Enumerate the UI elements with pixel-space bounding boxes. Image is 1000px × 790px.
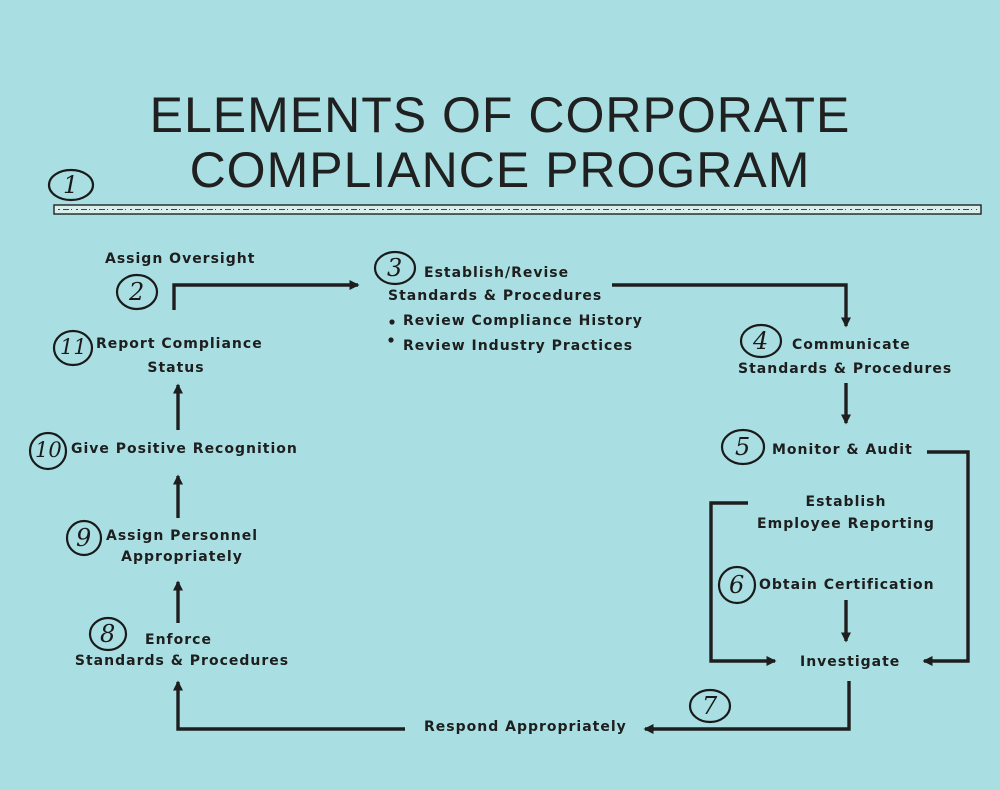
step-2-ring <box>115 273 159 311</box>
step-11-ring <box>52 329 94 367</box>
step-9-ring <box>65 519 103 557</box>
step-2-number: 2 <box>129 278 145 306</box>
step-9-label-line-2: Appropriately <box>121 549 243 565</box>
step-11-label-line-2: Status <box>147 360 205 376</box>
step-4-label-line-2: Standards & Procedures <box>738 361 953 377</box>
step-5-ring <box>720 428 766 466</box>
step-4-label-line-1: Communicate <box>792 337 911 353</box>
title-line-2: COMPLIANCE PROGRAM <box>189 142 811 198</box>
title-line-1: ELEMENTS OF CORPORATE <box>149 87 851 143</box>
step-10-ring <box>28 431 68 471</box>
step-6-ring <box>717 565 757 605</box>
step-6-number: 6 <box>729 571 745 599</box>
step-6-reporting-line-2: Employee Reporting <box>757 516 935 532</box>
arrow-s5-to-investigate <box>922 450 970 666</box>
step-10-number: 10 <box>35 438 62 462</box>
step-4-number: 4 <box>753 327 769 355</box>
step-3-number: 3 <box>387 254 403 282</box>
step-2-label: Assign Oversight <box>105 251 256 267</box>
step-8-label-line-2: Standards & Procedures <box>74 653 290 669</box>
step-6-reporting-line-1: Establish <box>805 494 887 510</box>
step-3-label-line-1: Establish/Revise <box>424 265 570 281</box>
step-3-label-line-2: Standards & Procedures <box>388 288 603 304</box>
step-6-certification: Obtain Certification <box>759 577 935 593</box>
step-7-ring <box>688 688 732 724</box>
step-10-label: Give Positive Recognition <box>71 441 298 457</box>
arrow-investigate-to-s7 <box>643 681 851 734</box>
step-1-ring <box>47 168 95 202</box>
step-3-bullet-2: Review Industry Practices <box>403 338 634 354</box>
step-8-number: 8 <box>100 620 116 648</box>
bullet-dot-2 <box>388 337 394 343</box>
step-7-label: Respond Appropriately <box>424 719 627 735</box>
step-9-label-line-1: Assign Personnel <box>106 528 259 544</box>
arrow-s2-to-s3 <box>172 280 360 310</box>
step-11-number: 11 <box>60 335 87 359</box>
arrow-s7-to-s8 <box>173 680 405 731</box>
arrow-reporting-to-investigate <box>709 501 777 666</box>
step-3-bullet-1: Review Compliance History <box>403 313 643 329</box>
bullet-dot-1 <box>389 319 395 325</box>
step-8-ring <box>88 616 128 652</box>
step-5-label: Monitor & Audit <box>772 442 913 458</box>
step-9-number: 9 <box>76 524 92 552</box>
step-4-ring <box>739 323 783 359</box>
step-6-investigate: Investigate <box>800 654 901 670</box>
step-8-label-line-1: Enforce <box>145 632 212 648</box>
arrow-s3-to-s4 <box>612 283 851 328</box>
step-3-ring <box>373 250 417 286</box>
step-11-label-line-1: Report Compliance <box>96 336 263 352</box>
step-7-number: 7 <box>702 692 718 720</box>
step-1-number: 1 <box>63 171 79 199</box>
step-5-number: 5 <box>735 433 751 461</box>
